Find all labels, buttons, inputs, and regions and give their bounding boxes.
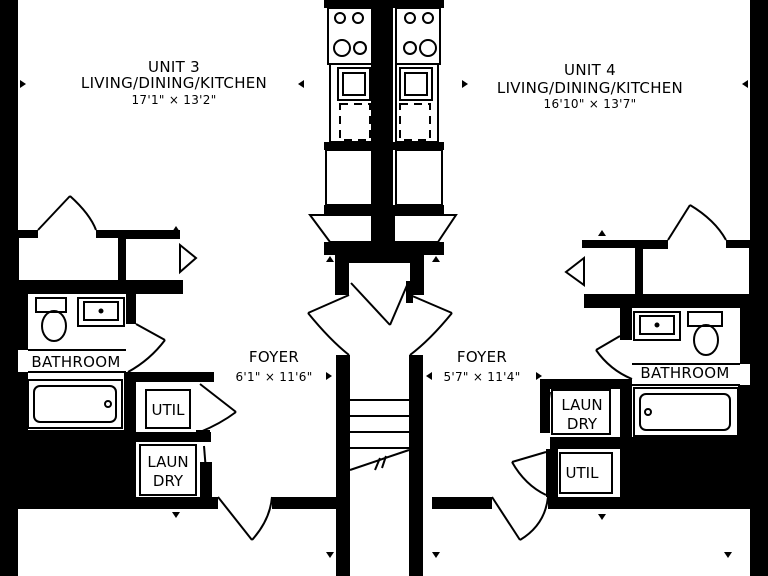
unit4-room-dims: 16'10" × 13'7": [544, 97, 637, 111]
unit4-laundry-label-2: DRY: [567, 415, 598, 433]
unit3-walls: [18, 230, 214, 502]
unit4-name: UNIT 4: [564, 61, 616, 79]
unit4-room-name: LIVING/DINING/KITCHEN: [497, 79, 683, 97]
unit4-util-label: UTIL: [566, 464, 600, 482]
unit4-foyer-dims: 5'7" × 11'4": [443, 370, 520, 384]
unit3-laundry-label-2: DRY: [153, 472, 184, 490]
unit3-bathroom-label: BATHROOM: [31, 353, 120, 371]
unit3-room-dims: 17'1" × 13'2": [131, 93, 216, 107]
unit4-laundry-label-1: LAUN: [561, 396, 602, 414]
unit4-walls: [540, 240, 750, 497]
kitchen-sinks: [337, 67, 433, 101]
unit4-doors: [491, 204, 727, 541]
central-wall: [324, 0, 444, 576]
hall-doors: [307, 281, 453, 356]
unit3-foyer-label: FOYER: [249, 348, 299, 366]
unit4-fixtures: [551, 247, 751, 494]
dimension-markers: [20, 80, 748, 558]
stairs: [349, 399, 410, 471]
unit3-fixtures: [17, 237, 197, 496]
appliance-outlines: [339, 103, 431, 141]
unit3-name: UNIT 3: [148, 58, 200, 76]
kitchen-cabinets: [325, 7, 443, 206]
stove-burners: [333, 12, 437, 57]
unit3-util-label: UTIL: [152, 401, 186, 419]
unit4-foyer-label: FOYER: [457, 348, 507, 366]
unit3-foyer-dims: 6'1" × 11'6": [235, 370, 312, 384]
unit3-laundry-label-1: LAUN: [147, 453, 188, 471]
unit3-doors: [37, 195, 273, 541]
counters: [308, 214, 458, 243]
unit4-bathroom-label: BATHROOM: [640, 364, 729, 382]
unit3-room-name: LIVING/DINING/KITCHEN: [81, 74, 267, 92]
